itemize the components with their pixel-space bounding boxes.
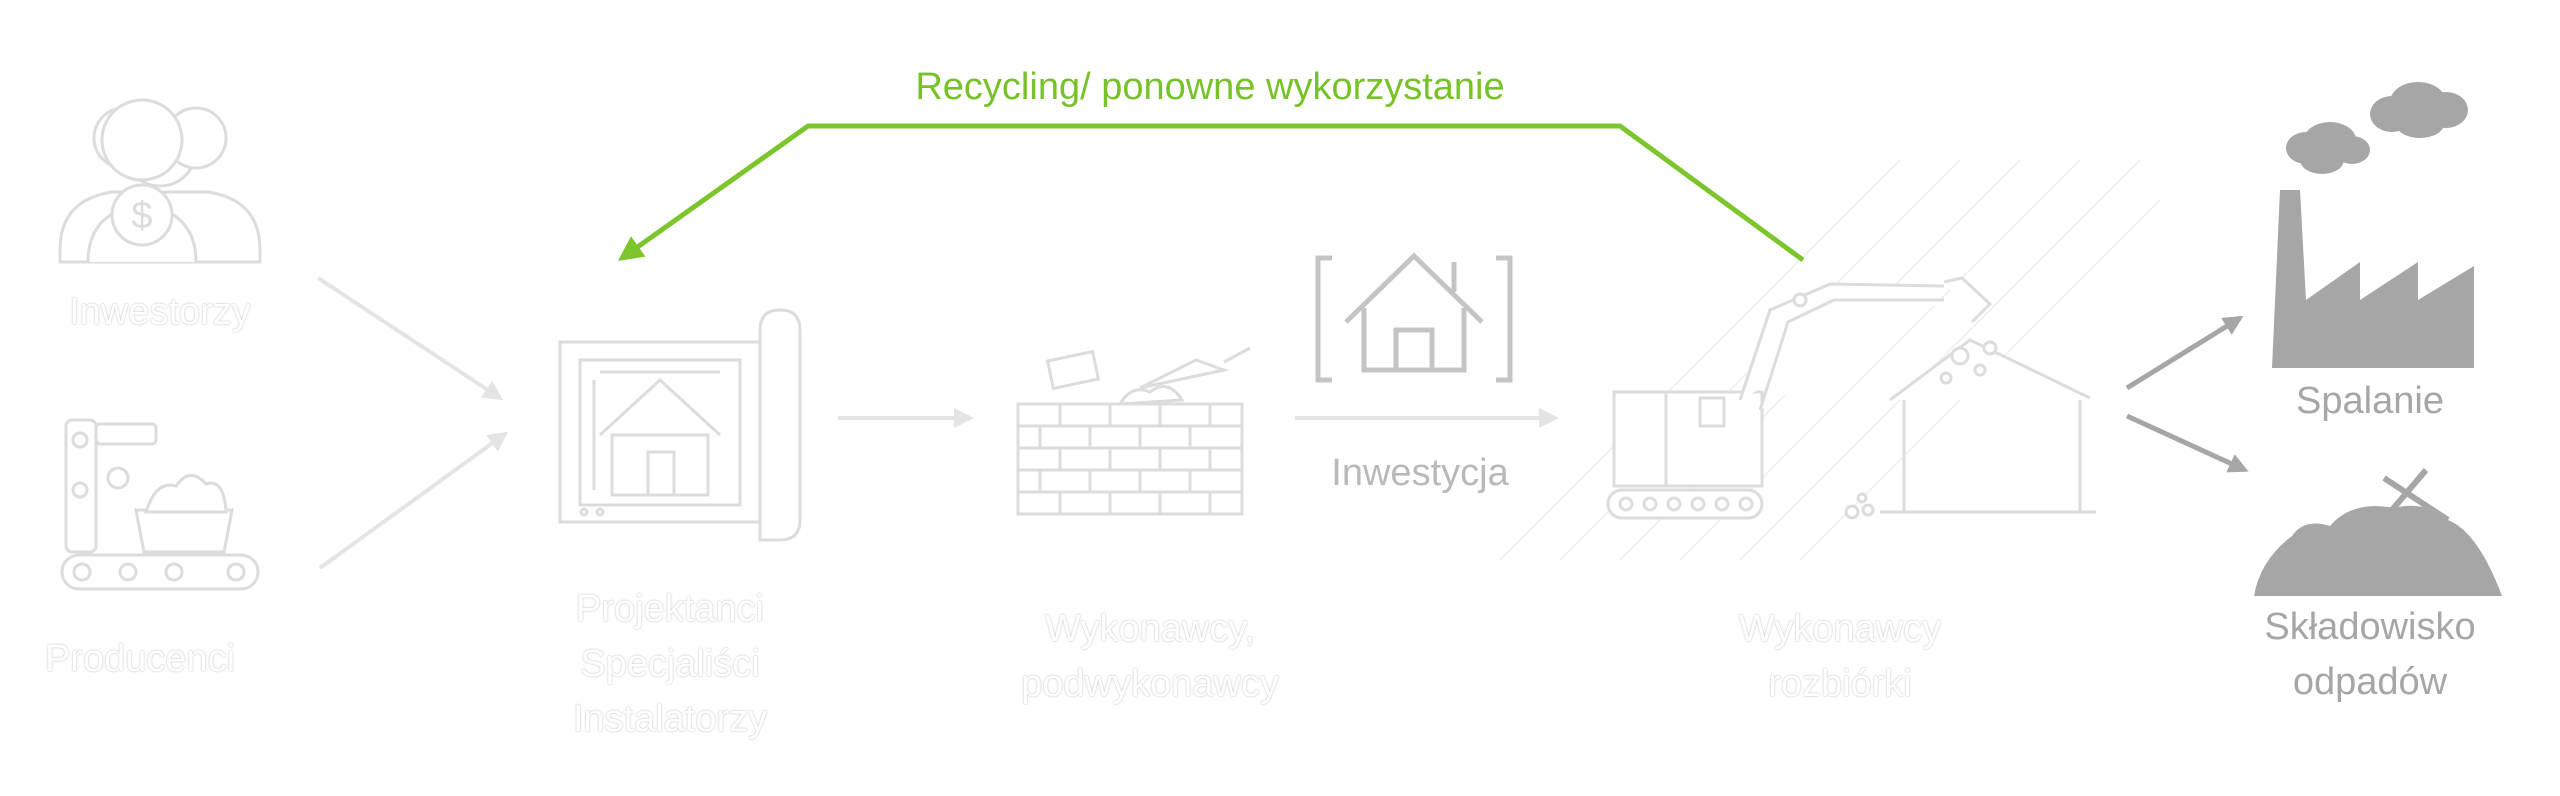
label-rozbiorka: Wykonawcy rozbiórki xyxy=(1700,602,1980,712)
label-spalanie: Spalanie xyxy=(2296,380,2444,422)
recycling-label: Recycling/ ponowne wykorzystanie xyxy=(915,66,1505,108)
house-brackets-icon xyxy=(1315,252,1513,383)
label-wykonawcy-line-1: Wykonawcy, xyxy=(1044,608,1256,650)
arrow-inwestorzy-to-projektanci xyxy=(316,276,504,401)
end-arrows xyxy=(2125,315,2249,473)
arrow-producenci-to-projektanci xyxy=(318,431,509,570)
label-rozbiorka-line-1: Wykonawcy xyxy=(1738,608,1942,650)
label-projektanci-line-3: Instalatorzy xyxy=(572,698,768,741)
label-inwestycja: Inwestycja xyxy=(1331,452,1509,494)
investor-people-dollar-icon: $ xyxy=(58,98,262,264)
label-skladowisko: Składowisko odpadów xyxy=(2240,600,2500,710)
label-projektanci: Projektanci Specjaliści Instalatorzy xyxy=(540,582,800,747)
label-producenci: Producenci xyxy=(44,638,236,680)
factory-conveyor-icon xyxy=(60,418,260,591)
recycling-arrow xyxy=(617,123,1805,263)
brick-wall-trowel-icon xyxy=(1016,346,1251,516)
label-rozbiorka-line-2: rozbiórki xyxy=(1768,663,1912,706)
label-wykonawcy-line-2: podwykonawcy xyxy=(1021,663,1279,706)
label-inwestorzy: Inwestorzy xyxy=(69,291,251,333)
label-wykonawcy: Wykonawcy, podwykonawcy xyxy=(990,602,1310,712)
label-skladowisko-line-2: odpadów xyxy=(2292,661,2448,704)
factory-smoke-icon xyxy=(2272,82,2474,368)
landfill-icon xyxy=(2254,468,2502,596)
faint-flow-arrows xyxy=(316,276,1559,570)
excavator-demolition-icon xyxy=(1606,276,2096,520)
label-projektanci-line-2: Specjaliści xyxy=(580,643,760,686)
label-skladowisko-line-1: Składowisko xyxy=(2264,606,2476,648)
arrow-to-skladowisko xyxy=(2125,413,2249,473)
svg-text:$: $ xyxy=(131,195,152,237)
label-projektanci-line-1: Projektanci xyxy=(576,588,764,630)
arrow-to-spalanie xyxy=(2125,315,2244,391)
blueprint-house-icon xyxy=(558,308,802,542)
